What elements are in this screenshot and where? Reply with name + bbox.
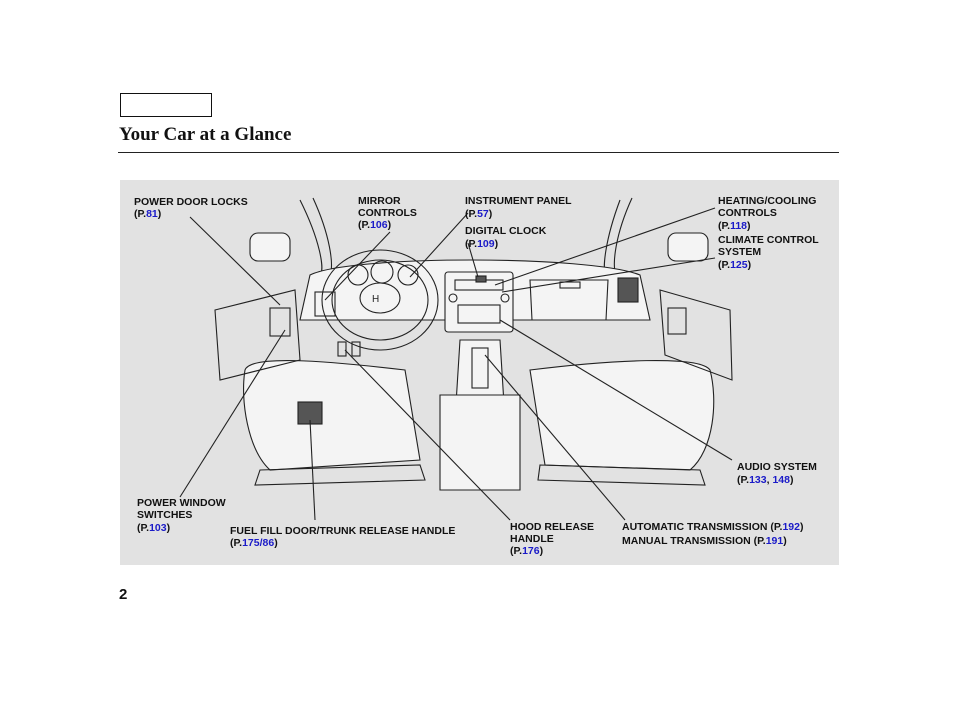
- digital-clock-ref: (P.109): [465, 238, 499, 250]
- heating-cooling-ref: (P.118): [718, 220, 751, 232]
- hood-release-label-1: HOOD RELEASE: [510, 521, 595, 533]
- page-number: 2: [119, 586, 128, 603]
- svg-text:H: H: [372, 294, 379, 305]
- page-link-103[interactable]: 103: [149, 522, 167, 534]
- page-link-176[interactable]: 176: [522, 545, 540, 557]
- fuel-fill-label: FUEL FILL DOOR/TRUNK RELEASE HANDLE: [230, 525, 456, 537]
- audio-system-label: AUDIO SYSTEM: [737, 461, 817, 473]
- power-door-locks-ref: (P.81): [134, 208, 162, 220]
- instrument-panel-label: INSTRUMENT PANEL: [465, 195, 572, 207]
- page-link-118[interactable]: 118: [730, 220, 748, 232]
- heating-cooling-label-2: CONTROLS: [718, 207, 777, 219]
- page-title: Your Car at a Glance: [119, 124, 292, 145]
- mirror-controls-label-2: CONTROLS: [358, 207, 417, 219]
- page-link-81[interactable]: 81: [146, 208, 158, 220]
- power-window-label-1: POWER WINDOW: [137, 497, 226, 509]
- page-link-86[interactable]: 86: [262, 537, 275, 549]
- power-door-locks-label: POWER DOOR LOCKS: [134, 196, 248, 208]
- climate-control-ref: (P.125): [718, 259, 752, 271]
- climate-control-label-2: SYSTEM: [718, 246, 762, 258]
- section-tab-box: [120, 93, 212, 117]
- automatic-transmission-callout: AUTOMATIC TRANSMISSION (P.192): [622, 521, 804, 533]
- page-link-148[interactable]: 148: [772, 474, 790, 486]
- title-rule: [118, 152, 839, 153]
- hood-release-label-2: HANDLE: [510, 533, 554, 545]
- instrument-panel-ref: (P.57): [465, 208, 493, 220]
- page-link-175[interactable]: 175: [242, 537, 260, 549]
- page-link-106[interactable]: 106: [370, 219, 388, 231]
- heating-cooling-label-1: HEATING/COOLING: [718, 195, 817, 207]
- manual-transmission-callout: MANUAL TRANSMISSION (P.191): [622, 535, 787, 547]
- mirror-controls-label-1: MIRROR: [358, 195, 401, 207]
- page-link-191[interactable]: 191: [765, 535, 784, 547]
- page-link-133[interactable]: 133: [749, 474, 767, 486]
- page-link-125[interactable]: 125: [730, 259, 748, 271]
- hood-release-ref: (P.176): [510, 545, 544, 557]
- fuel-fill-ref: (P.175/86): [230, 537, 278, 549]
- page-link-109[interactable]: 109: [477, 238, 495, 250]
- audio-system-ref: (P.133, 148): [737, 474, 794, 486]
- power-window-ref: (P.103): [137, 522, 171, 534]
- car-interior-illustration: H: [179, 197, 733, 521]
- page-link-192[interactable]: 192: [782, 521, 800, 533]
- digital-clock-label: DIGITAL CLOCK: [465, 225, 547, 237]
- climate-control-label-1: CLIMATE CONTROL: [718, 234, 819, 246]
- mirror-controls-ref: (P.106): [358, 219, 392, 231]
- page-link-57[interactable]: 57: [477, 208, 489, 220]
- power-window-label-2: SWITCHES: [137, 509, 193, 521]
